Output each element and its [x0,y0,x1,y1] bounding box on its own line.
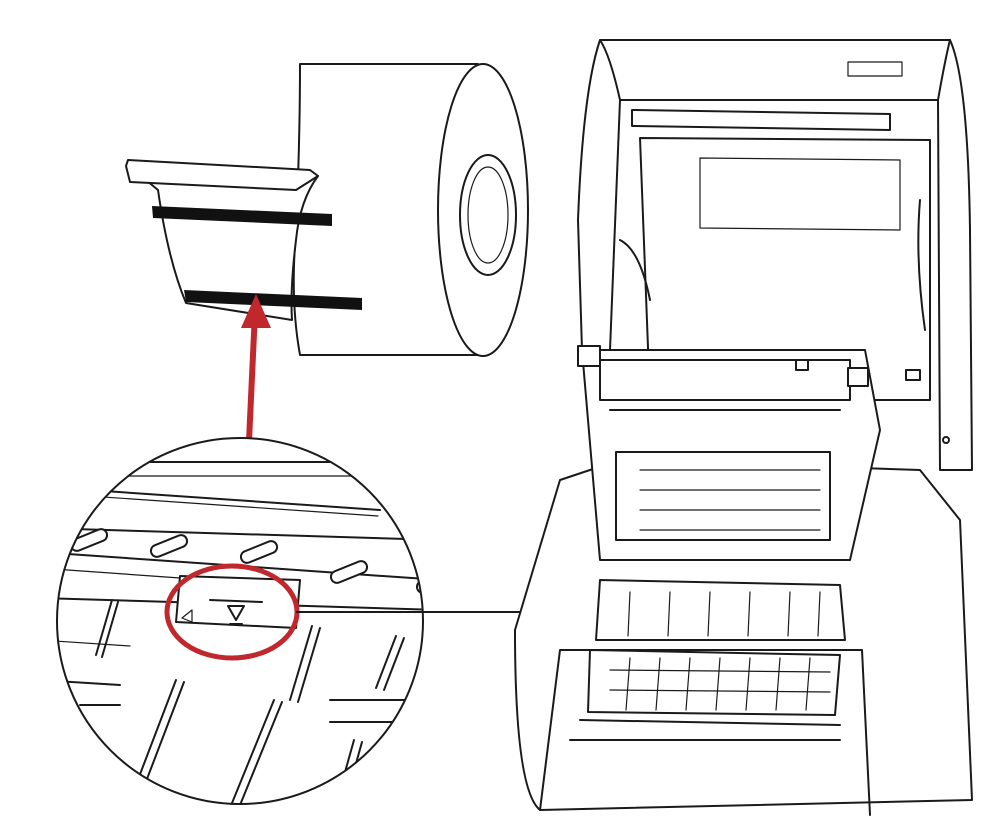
label-printer-icon [514,39,973,816]
magnifier-circle-icon [56,437,424,805]
label-roll-icon [125,63,529,357]
